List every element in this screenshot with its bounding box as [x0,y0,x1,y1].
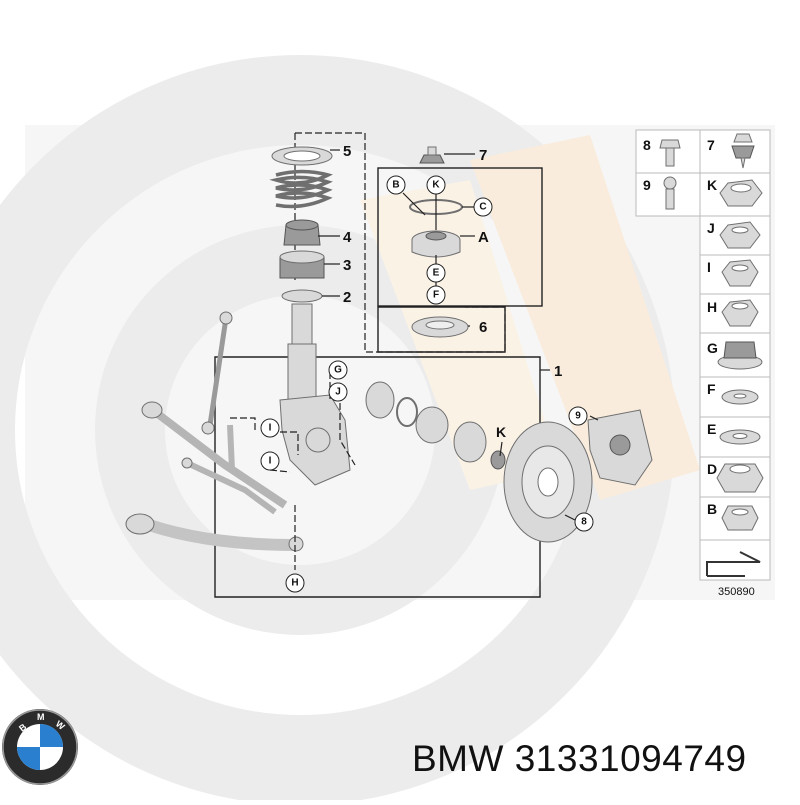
main-assembly-box [214,356,541,598]
callout-8: 8 [581,517,587,528]
spring-assembly [269,146,333,209]
item-6-box [377,306,506,353]
callout-K: K [496,424,506,440]
image-number: 350890 [718,586,755,598]
panel-cell-D: D [707,461,717,477]
callout-I-upper: I [269,423,272,434]
callout-2: 2 [343,289,351,306]
item-6-strut-bearing [411,316,469,338]
lower-control-arm [141,401,288,515]
fastener-panel: 8 7 9 K J I H G F E D B 350890 [635,129,771,598]
panel-cell-9: 9 [643,177,651,193]
part-caption: BMW 31331094749 [412,738,792,780]
tie-rod [227,424,235,471]
bmw-logo: B M W [2,709,78,785]
wheel-hub [453,421,506,470]
panel-cell-E: E [707,421,716,437]
item-4-bump-stop [283,219,321,246]
callout-I-lower: I [269,456,272,467]
brand-name: BMW [412,738,504,779]
panel-cell-I: I [707,259,711,275]
panel-cell-7: 7 [707,137,715,153]
leader-lines [230,149,599,570]
callout-9: 9 [575,411,581,422]
shock-absorber [279,303,351,486]
callout-6: 6 [479,319,487,336]
callout-4: 4 [343,229,352,246]
callout-H: H [291,578,298,589]
item-2-spring-pad [281,289,323,303]
callout-F: F [433,290,439,301]
circled-callouts: B K C E F G J I I H 9 8 K [260,175,594,593]
wheel-bearing [365,381,449,444]
panel-cell-K: K [707,177,717,193]
panel-cell-B: B [707,501,717,517]
callout-E: E [433,268,440,279]
stabilizer-link [201,311,233,435]
top-mount-box [377,167,543,307]
svg-text:M: M [37,712,45,722]
fastener-icons [659,133,764,577]
item-7-top-nut [419,146,445,164]
svg-text:B: B [17,721,29,733]
panel-cell-F: F [707,381,716,397]
numeric-callouts: 5 4 3 2 7 6 1 A [343,143,562,380]
panel-cell-J: J [707,220,715,236]
callout-7: 7 [479,147,487,164]
callout-G: G [334,365,342,376]
item-A-top-mount [411,230,461,258]
item-9-brake-caliper [587,409,653,486]
brake-disc [503,421,593,543]
panel-cell-H: H [707,299,717,315]
tension-strut [125,513,304,552]
part-number: 31331094749 [514,738,747,779]
callout-K-top: K [432,180,440,191]
callout-B: B [392,180,399,191]
panel-cell-8: 8 [643,137,651,153]
callout-3: 3 [343,257,351,274]
callout-1: 1 [554,363,562,380]
panel-cell-G: G [707,340,718,356]
item-3-dust-cover [279,250,325,279]
callout-C: C [479,202,486,213]
callout-J: J [335,387,341,398]
callout-5: 5 [343,143,351,160]
callout-A: A [478,229,489,246]
